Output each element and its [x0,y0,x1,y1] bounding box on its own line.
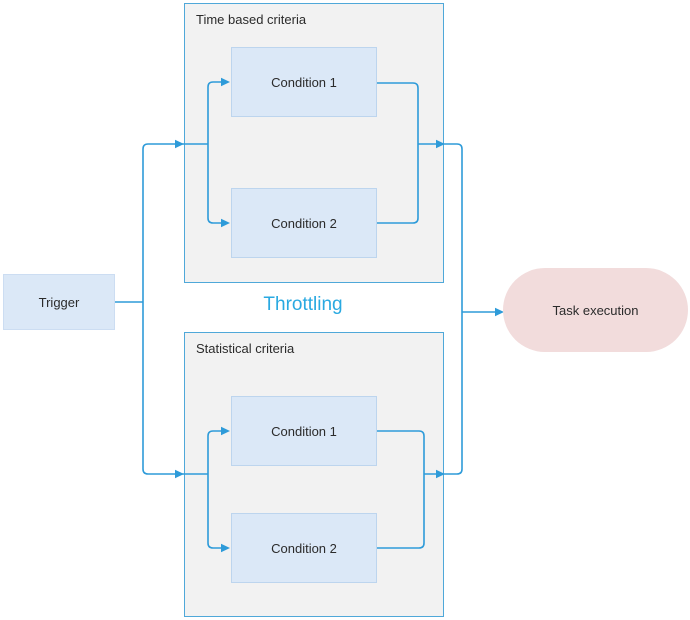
trigger-box: Trigger [3,274,115,330]
task-execution-pill: Task execution [503,268,688,352]
task-execution-label: Task execution [552,302,639,318]
time-condition-2-label: Condition 2 [271,215,337,231]
connector-trigger-branch [142,143,208,475]
stat-condition-2-label: Condition 2 [271,540,337,556]
trigger-label: Trigger [38,294,80,310]
stat-condition-1-box: Condition 1 [231,396,377,466]
time-condition-1-box: Condition 1 [231,47,377,117]
connector-time-to-condition2 [207,144,223,224]
group-time-title: Time based criteria [196,12,307,27]
arrowhead-into-time-group [175,139,184,149]
stat-condition-2-box: Condition 2 [231,513,377,583]
throttling-label: Throttling [263,294,343,315]
time-condition-1-label: Condition 1 [271,74,337,90]
stat-condition-1-label: Condition 1 [271,423,337,439]
time-condition-2-box: Condition 2 [231,188,377,258]
connector-stat-to-condition2 [207,474,223,549]
arrowhead-into-stat-group [175,469,184,479]
connector-stat-merge-out [424,468,463,475]
arrowhead-time-condition1 [221,77,230,87]
connector-stat-condition1-out [377,430,425,474]
arrowhead-stat-condition1 [221,426,230,436]
arrowhead-time-condition2 [221,218,230,228]
arrowhead-stat-condition2 [221,543,230,553]
arrowhead-time-merge [436,139,445,149]
arrowhead-stat-merge [436,469,445,479]
connector-time-merge-out [418,143,463,150]
connector-stat-condition2-out [377,474,425,549]
connector-time-condition2-out [377,144,419,224]
connector-time-to-condition1 [207,81,223,144]
group-stat-title: Statistical criteria [196,341,295,356]
arrowhead-task [495,307,504,317]
connector-time-condition1-out [377,82,419,144]
connector-stat-to-condition1 [207,430,223,474]
